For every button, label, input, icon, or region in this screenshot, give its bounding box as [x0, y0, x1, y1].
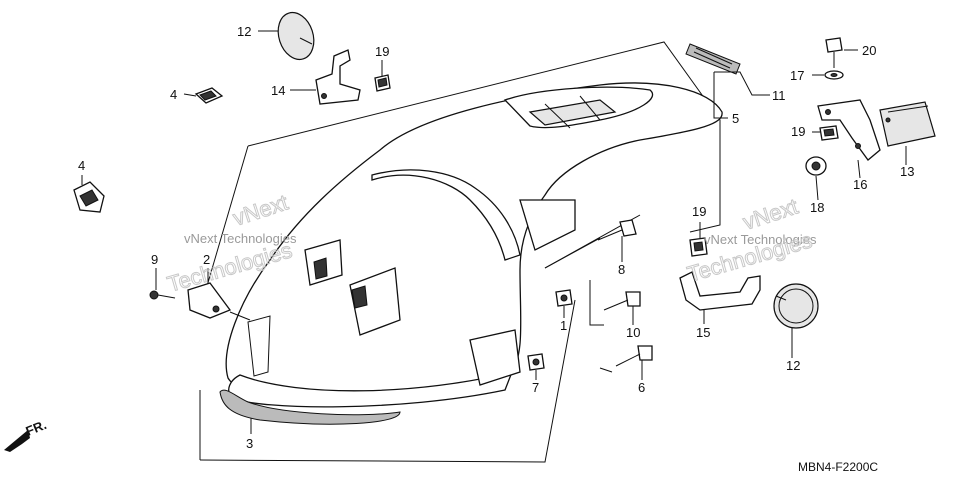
part-6-bolt — [615, 345, 653, 367]
front-direction-indicator: FR. — [4, 417, 49, 452]
callout-14: 14 — [271, 83, 285, 98]
callout-20: 20 — [862, 43, 876, 58]
part-15-bracket — [679, 271, 761, 311]
svg-text:vNext: vNext — [740, 194, 801, 235]
callout-5: 5 — [732, 111, 739, 126]
callout-19-right: 19 — [791, 124, 805, 139]
svg-text:vNext Technologies: vNext Technologies — [704, 232, 817, 247]
callout-12-top: 12 — [237, 24, 251, 39]
part-18-collar — [805, 156, 827, 176]
callout-2: 2 — [203, 252, 210, 267]
part-20-bolt — [825, 37, 843, 68]
callout-18: 18 — [810, 200, 824, 215]
diagram-code: MBN4-F2200C — [798, 460, 878, 474]
part-19-nut-top — [374, 74, 391, 92]
callout-8: 8 — [618, 262, 625, 277]
callout-19-mid: 19 — [692, 204, 706, 219]
part-17-washer — [824, 70, 844, 80]
part-1-nut — [555, 289, 573, 307]
callout-12-right: 12 — [786, 358, 800, 373]
callout-4-left: 4 — [78, 158, 85, 173]
callout-15: 15 — [696, 325, 710, 340]
part-12-reflector-top — [277, 11, 315, 61]
part-11-reflector — [685, 43, 741, 75]
part-19-nut-mid — [689, 237, 708, 257]
part-2-bracket — [187, 282, 251, 321]
callout-9: 9 — [151, 252, 158, 267]
part-14-bracket — [315, 49, 361, 105]
part-16-stay — [817, 99, 881, 161]
callout-4-top: 4 — [170, 87, 177, 102]
fr-label: FR. — [24, 417, 49, 439]
svg-text:vNext: vNext — [230, 190, 291, 231]
part-4-grommet-left — [73, 181, 105, 213]
callout-3: 3 — [246, 436, 253, 451]
part-12-reflector-right — [773, 283, 819, 329]
callout-13: 13 — [900, 164, 914, 179]
callout-16: 16 — [853, 177, 867, 192]
part-8-bolt — [597, 219, 637, 241]
callout-19-top: 19 — [375, 44, 389, 59]
part-7-nut — [527, 353, 545, 371]
callout-6: 6 — [638, 380, 645, 395]
callout-7: 7 — [532, 380, 539, 395]
part-13-reflector-block — [879, 101, 936, 147]
callout-10: 10 — [626, 325, 640, 340]
callout-1: 1 — [560, 318, 567, 333]
front-arrow-icon — [4, 430, 30, 452]
part-3-strip — [219, 389, 401, 425]
part-19-nut-right — [819, 125, 839, 141]
callout-numbers: 12 4 4 14 19 9 2 3 5 11 20 17 19 16 13 1… — [78, 24, 914, 451]
callout-17: 17 — [790, 68, 804, 83]
part-9-screw — [149, 290, 176, 300]
svg-text:vNext Technologies: vNext Technologies — [184, 231, 297, 246]
part-4-grommet-top — [194, 87, 224, 104]
rear-fender — [225, 82, 723, 408]
part-10-bolt — [603, 291, 641, 311]
leader-lines — [81, 30, 907, 434]
callout-11: 11 — [772, 88, 786, 103]
